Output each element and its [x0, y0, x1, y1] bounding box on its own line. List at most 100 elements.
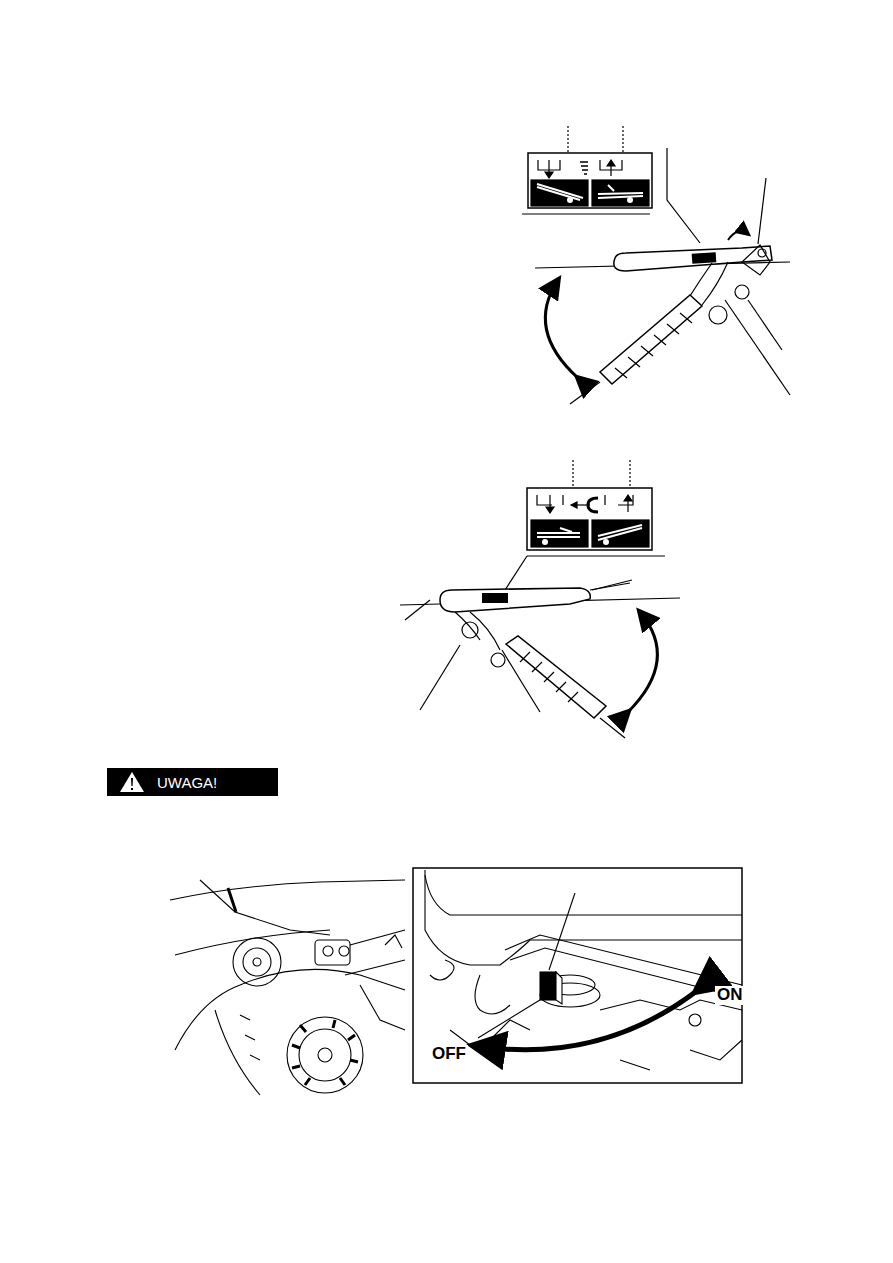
drawing-stroke — [546, 507, 554, 513]
drawing-stroke — [228, 888, 236, 912]
drawing-stroke — [450, 1020, 530, 1045]
drawing-stroke — [170, 880, 405, 900]
drawing-stroke — [692, 252, 717, 264]
drawing-stroke — [482, 593, 508, 603]
drawing-stroke — [215, 1010, 260, 1095]
warning-triangle — [119, 770, 145, 794]
drawing-stroke — [478, 995, 548, 1038]
warning-banner: UWAGA! — [107, 768, 278, 796]
lever-figure-top — [522, 126, 790, 404]
drawing-stroke — [506, 636, 606, 718]
drawing-stroke — [580, 162, 588, 174]
drawing-stroke — [549, 893, 575, 970]
drawing-stroke — [440, 588, 590, 612]
drawing-stroke — [175, 969, 405, 1050]
drawing-stroke — [425, 875, 742, 915]
drawing-stroke — [253, 958, 261, 966]
drawing-stroke — [735, 285, 749, 299]
drawing-stroke — [709, 306, 727, 324]
position-label: OFF — [430, 1045, 468, 1064]
drawing-stroke — [598, 193, 643, 198]
drawing-stroke — [200, 880, 330, 935]
drawing-stroke — [502, 650, 540, 712]
drawing-stroke — [475, 975, 510, 1014]
drawing-stroke — [592, 520, 649, 547]
drawing-stroke — [560, 528, 572, 532]
drawing-stroke — [592, 580, 632, 590]
drawing-stroke — [629, 460, 630, 488]
drawing-stroke — [588, 498, 598, 512]
drawing-stroke — [608, 185, 614, 191]
drawing-stroke — [748, 300, 782, 350]
drawing-stroke — [405, 600, 430, 620]
drawing-stroke — [339, 946, 349, 956]
drawing-stroke — [175, 930, 330, 955]
drawing-stroke — [598, 525, 642, 540]
position-label: ON — [715, 986, 745, 1005]
drawing-stroke — [531, 180, 588, 206]
drawing-stroke — [545, 172, 553, 178]
drawing-stroke — [542, 539, 548, 545]
drawing-stroke — [607, 160, 615, 166]
drawing-stroke — [420, 645, 460, 710]
drawing-stroke — [299, 1029, 351, 1081]
drawing-stroke — [742, 245, 770, 275]
drawing-stroke — [689, 1014, 701, 1026]
mower-overview — [170, 880, 405, 1095]
drawing-stroke — [287, 1017, 363, 1093]
drawing-stroke — [600, 160, 622, 176]
warning-triangle-shape — [120, 772, 144, 792]
drawing-stroke — [605, 495, 633, 512]
drawing-stroke — [728, 231, 748, 240]
drawing-stroke — [758, 178, 766, 244]
drawing-stroke — [667, 148, 700, 243]
drawing-stroke — [531, 520, 588, 547]
drawing-stroke — [476, 990, 698, 1050]
drawing-stroke — [725, 300, 790, 395]
drawing-stroke — [323, 946, 333, 956]
drawing-stroke — [600, 718, 625, 738]
drawing-stroke — [537, 533, 580, 537]
drawing-stroke — [567, 197, 573, 203]
drawing-stroke — [413, 868, 742, 1083]
drawing-stroke — [567, 126, 568, 153]
drawing-stroke — [622, 126, 623, 153]
drawing-stroke — [345, 930, 405, 975]
lever-figure-middle — [400, 460, 680, 738]
blade-clutch-detail — [413, 868, 742, 1083]
drawing-stroke — [292, 1020, 358, 1085]
drawing-stroke — [620, 1040, 742, 1070]
drawing-stroke — [522, 213, 650, 214]
drawing-stroke — [425, 870, 742, 965]
drawing-stroke — [528, 153, 652, 208]
drawing-stroke — [491, 653, 505, 667]
drawing-stroke — [758, 249, 766, 257]
drawing-stroke — [628, 612, 657, 712]
drawing-stroke — [527, 555, 665, 556]
drawing-stroke — [600, 295, 702, 384]
drawing-stroke — [690, 262, 728, 305]
drawing-stroke — [592, 180, 649, 206]
drawing-stroke — [455, 612, 500, 650]
drawing-stroke — [556, 972, 562, 1004]
warning-heading: UWAGA! — [157, 774, 217, 791]
drawing-stroke — [462, 622, 478, 638]
drawing-stroke — [527, 488, 652, 550]
drawing-stroke — [615, 313, 692, 378]
drawing-stroke — [430, 960, 454, 980]
drawing-stroke — [624, 495, 632, 501]
drawing-stroke — [570, 382, 600, 404]
drawing-stroke — [505, 556, 527, 590]
drawing-stroke — [240, 1015, 260, 1060]
warning-mark — [131, 778, 133, 790]
drawing-stroke — [572, 460, 573, 488]
drawing-stroke — [545, 280, 578, 378]
drawing-stroke — [627, 197, 633, 203]
drawing-stroke — [243, 948, 271, 976]
drawing-stroke — [540, 972, 556, 1000]
drawing-stroke — [385, 935, 402, 948]
drawing-stroke — [571, 502, 577, 508]
drawing-stroke — [360, 985, 405, 1030]
